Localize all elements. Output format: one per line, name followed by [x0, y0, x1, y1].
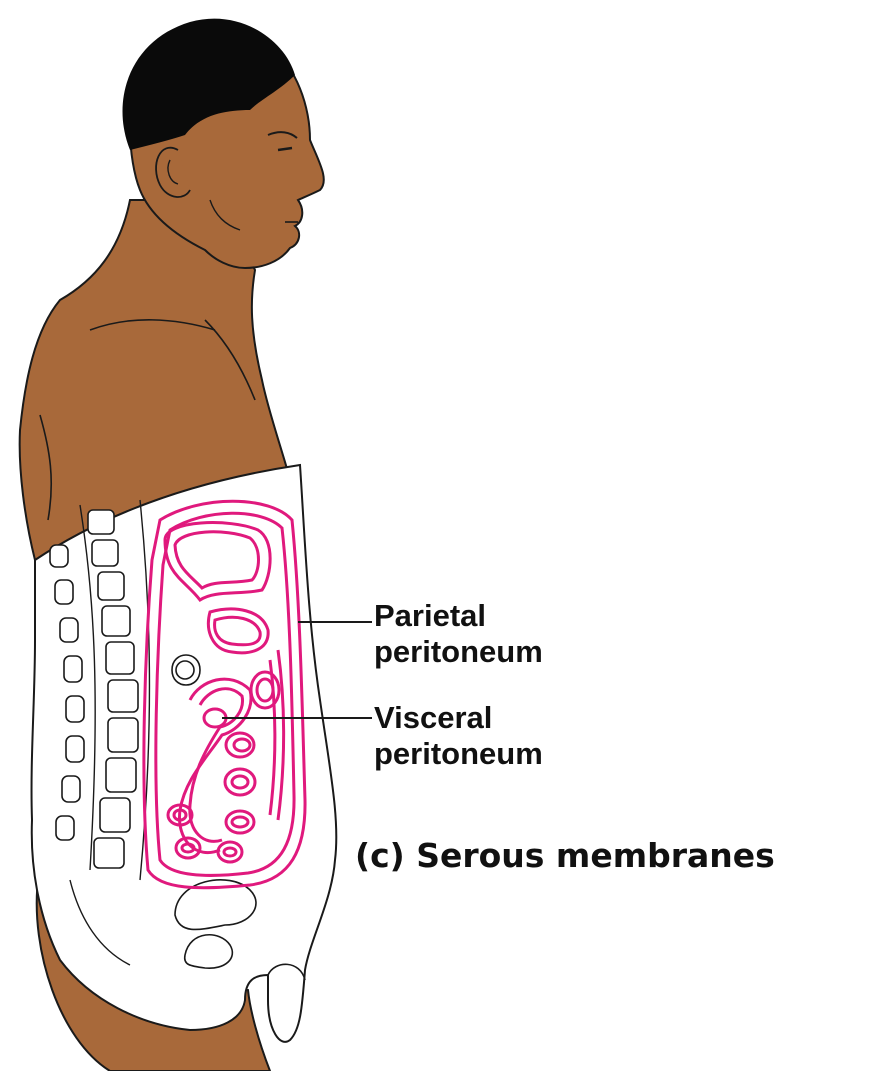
parietal-label-line1: Parietal	[374, 598, 543, 634]
parietal-peritoneum-label: Parietal peritoneum	[374, 598, 543, 670]
visceral-peritoneum-label: Visceral peritoneum	[374, 700, 543, 772]
visceral-label-line1: Visceral	[374, 700, 543, 736]
sagittal-section	[32, 465, 337, 1042]
parietal-label-line2: peritoneum	[374, 634, 543, 670]
visceral-label-line2: peritoneum	[374, 736, 543, 772]
figure-caption: (c) Serous membranes	[355, 836, 775, 875]
